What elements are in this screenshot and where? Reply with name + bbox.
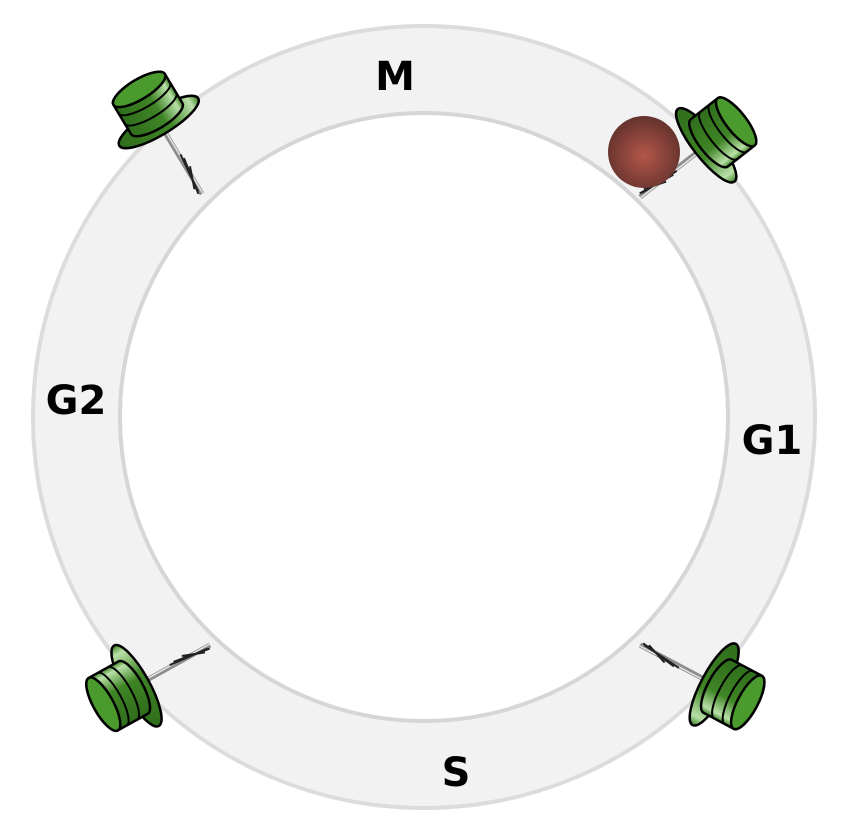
phase-label-m: M xyxy=(375,54,415,100)
ring-inner-edge xyxy=(118,111,730,723)
phase-label-g2: G2 xyxy=(46,378,107,424)
phase-label-g1: G1 xyxy=(742,418,803,464)
ball-marker xyxy=(608,116,680,188)
phase-label-s: S xyxy=(442,750,471,796)
ring-outer-edge xyxy=(31,24,817,810)
cycle-ring xyxy=(34,27,814,807)
